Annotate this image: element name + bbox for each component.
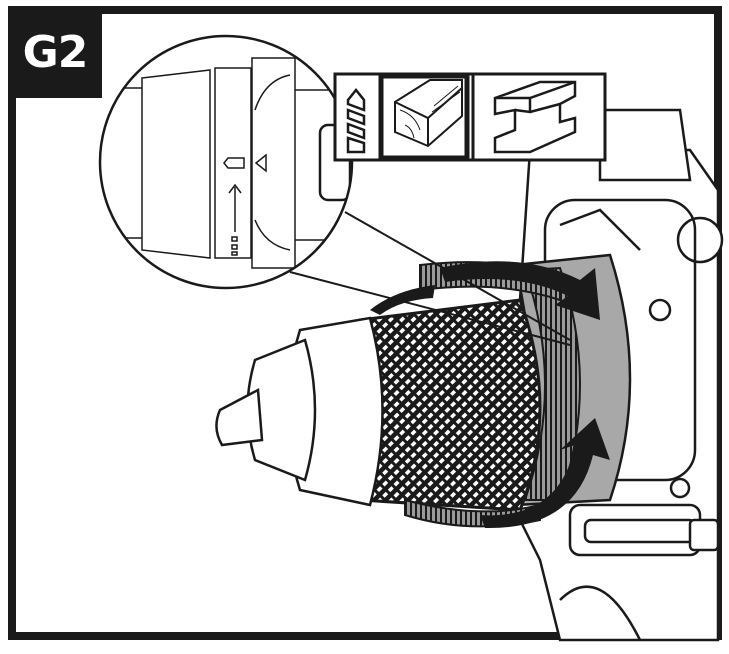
callout-leader: [289, 211, 571, 346]
drill-bit-icon: [346, 87, 366, 154]
chuck-nose: [215, 316, 384, 507]
rotation-arrows: [370, 261, 610, 529]
arrow-counterclockwise-icon: [480, 418, 610, 529]
figure-label: G2: [8, 6, 102, 98]
metal-icon: [493, 80, 577, 154]
arrow-clockwise-icon: [440, 261, 600, 320]
wood-icon: [394, 79, 463, 148]
magnified-callout: [98, 34, 354, 290]
mode-icon-panel: [333, 72, 607, 162]
